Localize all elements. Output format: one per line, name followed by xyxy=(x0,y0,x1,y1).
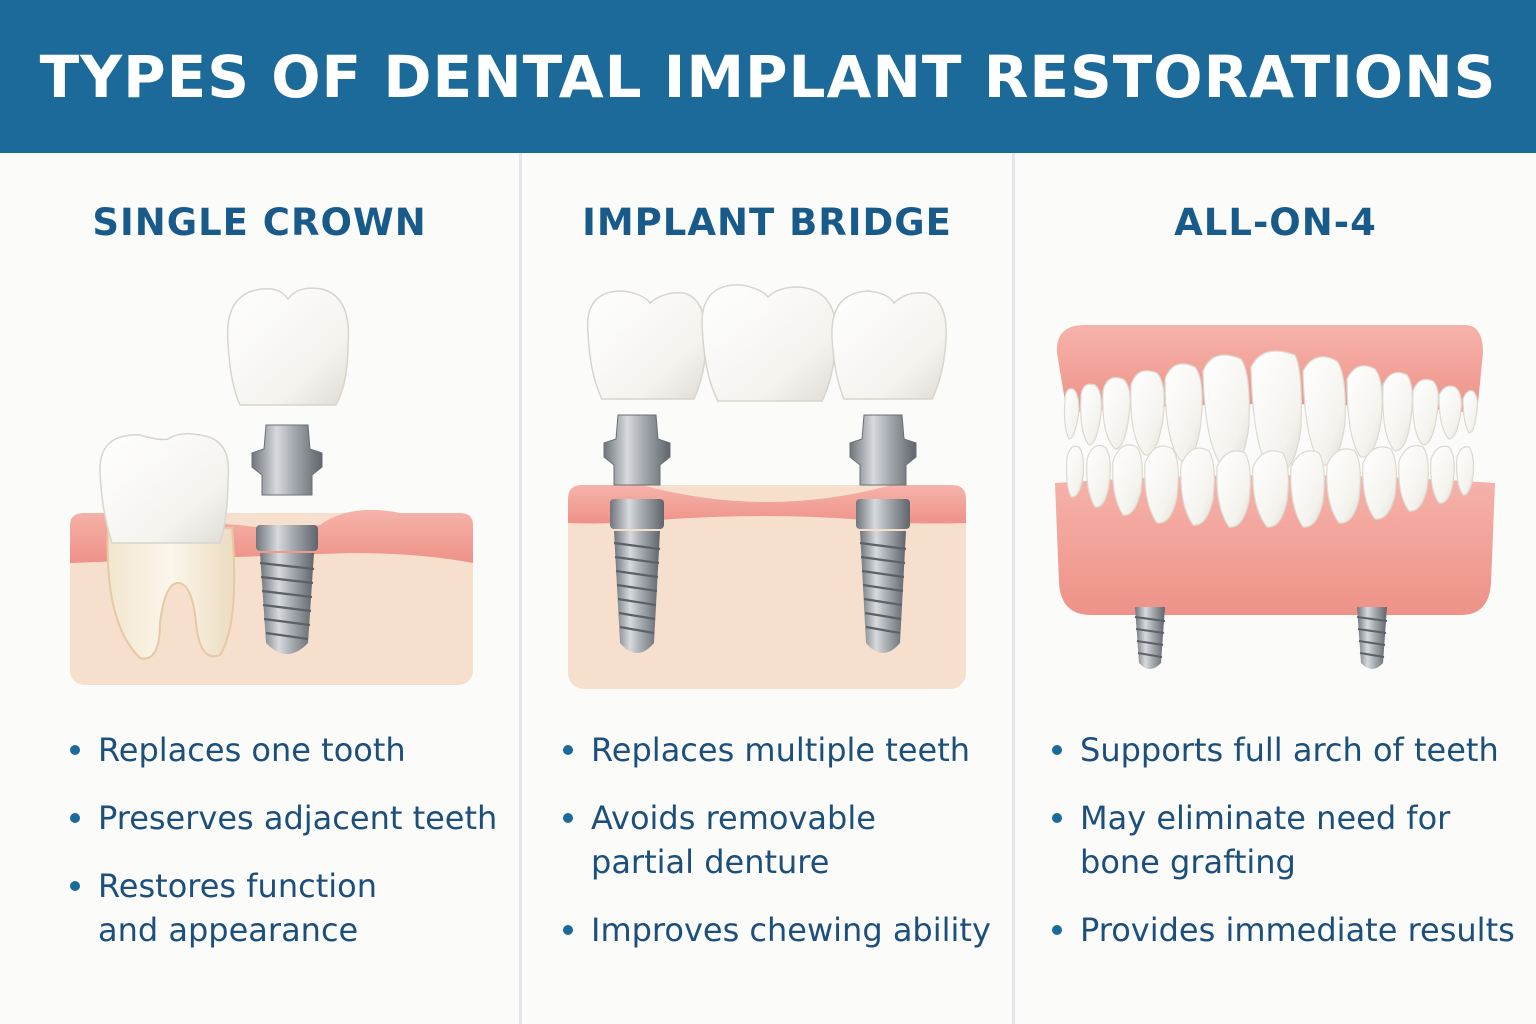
page-title: TYPES OF DENTAL IMPLANT RESTORATIONS xyxy=(39,42,1497,111)
all-on-4-denture-illustration xyxy=(1055,325,1495,669)
implant-bridge-heading: IMPLANT BRIDGE xyxy=(582,201,952,244)
implant-bridge-illustration xyxy=(568,284,966,689)
all-on-4-bullets: Supports full arch of teeth May eliminat… xyxy=(1052,728,1515,976)
all-on-4-column: ALL-ON-4 xyxy=(1015,153,1536,1024)
single-crown-column: SINGLE CROWN Replaces one toot xyxy=(0,153,519,1024)
list-item: Supports full arch of teeth xyxy=(1052,728,1515,772)
single-crown-implant-illustration xyxy=(70,287,473,685)
list-item: Replaces multiple teeth xyxy=(563,728,991,772)
column-divider xyxy=(519,153,522,1024)
column-divider xyxy=(1012,153,1015,1024)
single-crown-heading: SINGLE CROWN xyxy=(92,201,427,244)
list-item: Provides immediate results xyxy=(1052,908,1515,952)
single-crown-bullets: Replaces one tooth Preserves adjacent te… xyxy=(70,728,497,976)
list-item: Preserves adjacent teeth xyxy=(70,796,497,840)
implant-bridge-column: IMPLANT BRIDGE xyxy=(522,153,1012,1024)
list-item: Improves chewing ability xyxy=(563,908,991,952)
implant-bridge-bullets: Replaces multiple teeth Avoids removable… xyxy=(563,728,991,976)
all-on-4-heading: ALL-ON-4 xyxy=(1174,201,1377,244)
list-item: Replaces one tooth xyxy=(70,728,497,772)
page-header: TYPES OF DENTAL IMPLANT RESTORATIONS xyxy=(0,0,1536,153)
